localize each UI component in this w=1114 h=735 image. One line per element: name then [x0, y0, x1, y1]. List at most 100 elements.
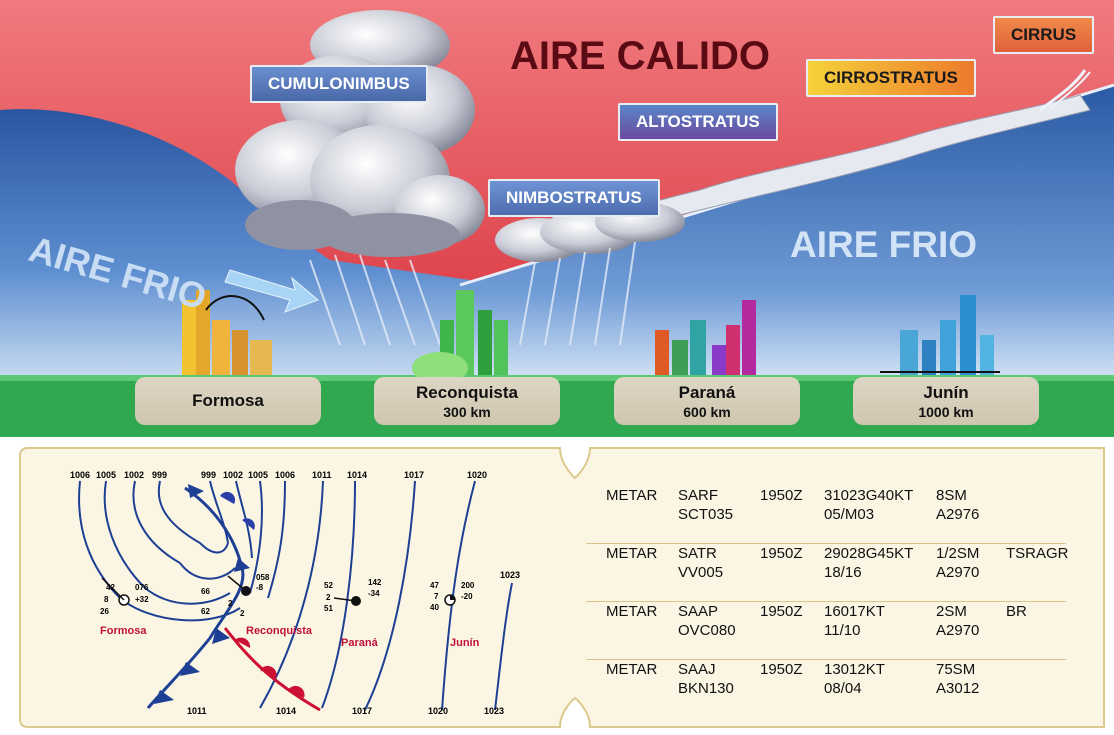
panel-outline [19, 447, 1105, 728]
isobar-label: 1011 [187, 706, 207, 716]
metar-altimeter: A2970 [936, 564, 980, 581]
cirrus-hook [1049, 71, 1091, 109]
surface-weather-map: 1006 1005 1002 999 999 1002 1005 1006 10… [70, 470, 520, 716]
station-model-junin: 47 200 7 -20 40 Junín [430, 581, 480, 649]
isobar-label: 999 [152, 470, 167, 480]
isobar-label: 1023 [500, 570, 520, 580]
station-datum: 8 [104, 595, 109, 604]
nimbostratus-cloud [495, 202, 685, 262]
metar-temp: 08/04 [824, 680, 862, 697]
warm-front-semicircles-red [235, 637, 305, 698]
metar-visibility: 8SM [936, 487, 967, 504]
isobars [78, 480, 513, 711]
metar-station: SARF [678, 487, 719, 504]
metar-temp: 05/M03 [824, 506, 875, 523]
metar-visibility: 1/2SM [936, 545, 980, 562]
metar-weather: TSRAGR [1006, 545, 1069, 562]
metar-sky: SCT035 [678, 506, 734, 523]
frontal-scene: AIRE CALIDO AIRE FRIO AIRE FRIO CUMULONI… [0, 0, 1114, 437]
metar-visibility: 2SM [936, 603, 967, 620]
metar-wind: 29028G45KT [824, 545, 914, 562]
station-datum: 26 [100, 607, 109, 616]
metar-altimeter: A2970 [936, 622, 980, 639]
isobar-label: 1006 [275, 470, 295, 480]
metar-time: 1950Z [760, 603, 803, 620]
metar-type: METAR [606, 603, 658, 620]
isobar-label: 1023 [484, 706, 504, 716]
station-datum: 2 [228, 599, 233, 608]
metar-sky: OVC080 [678, 622, 736, 639]
city-distance: 600 km [683, 404, 731, 420]
station-datum: 51 [324, 604, 333, 613]
metar-type: METAR [606, 487, 658, 504]
metar-time: 1950Z [760, 545, 803, 562]
metar-station: SATR [678, 545, 717, 562]
isobar-label: 1005 [248, 470, 268, 480]
metar-wind: 13012KT [824, 661, 885, 678]
metar-sky: BKN130 [678, 680, 734, 697]
isobar-label: 1002 [124, 470, 144, 480]
station-datum: 47 [430, 581, 439, 590]
city-box-junin: Junín 1000 km [853, 377, 1039, 425]
isobar-label: 1020 [467, 470, 487, 480]
station-datum: 058 [256, 573, 270, 582]
isobar-label: 1005 [96, 470, 116, 480]
metar-row: METAR SAAP 1950Z 16017KT 2SM BR OVC080 1… [586, 601, 1066, 660]
station-datum: 62 [201, 607, 210, 616]
isobar-label: 1014 [347, 470, 367, 480]
metar-type: METAR [606, 661, 658, 678]
station-datum: 7 [434, 592, 439, 601]
station-name: Junín [450, 637, 480, 649]
city-skyline-junin [880, 295, 1000, 375]
isobar-label: 1006 [70, 470, 90, 480]
isobar-labels: 1006 1005 1002 999 999 1002 1005 1006 10… [70, 470, 520, 716]
city-skyline-parana [655, 300, 756, 375]
station-datum: 2 [326, 593, 331, 602]
station-name: Formosa [100, 625, 147, 637]
metar-time: 1950Z [760, 487, 803, 504]
metar-row: METAR SAAJ 1950Z 13012KT 75SM BKN130 08/… [586, 659, 1066, 717]
nimbostratus-label: NIMBOSTRATUS [488, 179, 660, 217]
cold-air-label-right: AIRE FRIO [790, 224, 978, 265]
metar-wind: 31023G40KT [824, 487, 914, 504]
rain-streaks [309, 241, 636, 346]
city-name: Formosa [192, 391, 264, 410]
station-datum: 2 [240, 609, 245, 618]
altostratus-label: ALTOSTRATUS [618, 103, 778, 141]
metar-altimeter: A2976 [936, 506, 980, 523]
cirrus-label: CIRRUS [993, 16, 1095, 54]
city-name: Junín [923, 383, 969, 402]
cirrostratus-label: CIRROSTRATUS [806, 59, 976, 97]
city-name: Paraná [678, 383, 736, 402]
metar-row: METAR SARF 1950Z 31023G40KT 8SM SCT035 0… [586, 485, 1066, 544]
station-datum: -8 [256, 583, 264, 592]
station-datum: 40 [430, 603, 439, 612]
station-datum: +32 [135, 595, 149, 604]
station-datum: 52 [324, 581, 333, 590]
metar-temp: 18/16 [824, 564, 862, 581]
metar-visibility: 75SM [936, 661, 976, 678]
metar-station: SAAJ [678, 661, 716, 678]
isobar-label: 1002 [223, 470, 243, 480]
metar-wind: 16017KT [824, 603, 885, 620]
metar-row: METAR SATR 1950Z 29028G45KT 1/2SM TSRAGR… [586, 543, 1069, 602]
warm-front-semicircles [220, 491, 255, 530]
cold-front-line [146, 486, 245, 709]
city-box-reconquista: Reconquista 300 km [374, 377, 560, 425]
station-datum: 42 [106, 583, 115, 592]
city-distance: 300 km [443, 404, 491, 420]
city-skyline-reconquista [412, 290, 508, 384]
metar-time: 1950Z [760, 661, 803, 678]
city-box-parana: Paraná 600 km [614, 377, 800, 425]
warm-front-line [223, 627, 321, 712]
station-datum: -34 [368, 589, 380, 598]
cold-front-triangles [154, 484, 250, 704]
station-datum: 200 [461, 581, 475, 590]
station-datum: 142 [368, 578, 382, 587]
isobar-label: 1011 [312, 470, 332, 480]
cold-air-mass-left [0, 109, 470, 381]
city-skyline-formosa [182, 290, 272, 375]
isobar-label: 1014 [276, 706, 296, 716]
city-distance: 1000 km [918, 404, 974, 420]
stratus-cloud-band [559, 94, 1091, 251]
